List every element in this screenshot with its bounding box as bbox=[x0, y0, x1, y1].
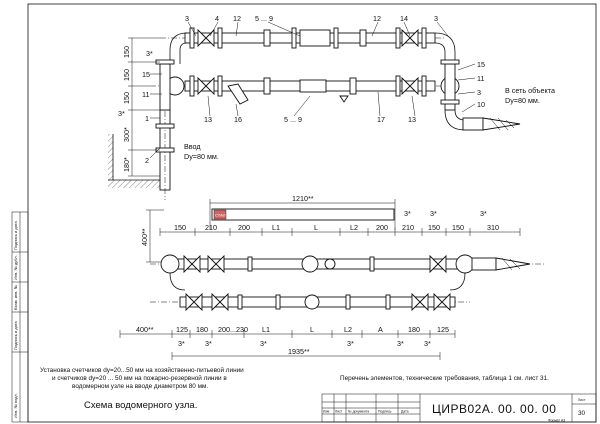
valve-upper-1 bbox=[197, 28, 215, 48]
sheet-label: Лист bbox=[578, 398, 586, 402]
filter bbox=[227, 83, 249, 105]
callout-15b: 15 bbox=[477, 60, 485, 69]
dim-bottom-overall: 1935** bbox=[288, 347, 310, 356]
format-label: Формат А3 bbox=[548, 419, 565, 423]
dim-bottom-l2: L2 bbox=[344, 325, 352, 334]
callout-13a: 13 bbox=[204, 115, 212, 124]
dim-bottom-125a: 125 bbox=[176, 325, 188, 334]
reference-note: Перечень элементов, технические требован… bbox=[340, 374, 549, 382]
dim-bottom-l1: L1 bbox=[262, 325, 270, 334]
dim-bottom-125b: 125 bbox=[437, 325, 449, 334]
install-note-line1: Установка счетчиков dy=20...50 мм на хоз… bbox=[40, 366, 244, 374]
dim-bottom-left: 400** bbox=[136, 325, 154, 334]
dim-bottom-180b: 180 bbox=[408, 325, 420, 334]
dim-top-overall: 1210** bbox=[292, 194, 314, 203]
angle-bottom-4: 3* bbox=[347, 339, 354, 348]
callout-11a: 11 bbox=[142, 90, 149, 99]
dim-top-150c: 150 bbox=[452, 223, 464, 232]
install-note-line3: водомерном узле на вводе диаметром 80 мм… bbox=[72, 383, 208, 390]
dim-left-5: 180* bbox=[122, 157, 131, 172]
dim-bottom-180a: 180 bbox=[196, 325, 208, 334]
side-stamp: Подпись и дата Инв. № дубл. Взам. инв. №… bbox=[11, 211, 29, 423]
plan-view: 1210** СТАЛ 400** 150 210 200 L1 L L2 20… bbox=[119, 194, 545, 360]
watermark-text: СТАЛ bbox=[215, 213, 226, 218]
inlet-label: Ввод bbox=[184, 142, 201, 151]
dim-top-150b: 150 bbox=[428, 223, 440, 232]
dim-top-210b: 210 bbox=[402, 223, 414, 232]
meter-upper bbox=[299, 29, 331, 47]
ground-hatch bbox=[108, 180, 166, 188]
valve-upper-2 bbox=[401, 28, 419, 48]
col-list: Лист bbox=[335, 410, 343, 414]
top-view: 3 4 12 5 ... 9 12 14 3 15 11 1 2 13 16 5… bbox=[108, 14, 555, 200]
callout-12b: 12 bbox=[373, 14, 381, 23]
angle-top-2: 3* bbox=[430, 209, 437, 218]
callout-1: 1 bbox=[145, 114, 149, 123]
callout-5-9b: 5 ... 9 bbox=[284, 115, 302, 124]
callout-16: 16 bbox=[234, 115, 242, 124]
angle-bottom-2: 3* bbox=[205, 339, 212, 348]
col-date: Дата bbox=[401, 410, 409, 414]
inlet-dn: Dy=80 мм. bbox=[184, 152, 219, 161]
callout-14: 14 bbox=[400, 14, 408, 23]
install-note-line2: и счетчиков dy=20 ... 50 мм на пожарно-р… bbox=[52, 374, 227, 382]
angle-bottom-5: 3* bbox=[397, 339, 404, 348]
callout-3c: 3 bbox=[477, 88, 481, 97]
angle-bottom-1: 3* bbox=[178, 339, 185, 348]
dim-top-150a: 150 bbox=[174, 223, 186, 232]
angle-top-3: 3* bbox=[480, 209, 487, 218]
drawing-title: Схема водомерного узла. bbox=[84, 400, 197, 411]
callout-11b: 11 bbox=[477, 74, 484, 83]
dim-top-l: L bbox=[314, 223, 318, 232]
title-block: Изм Лист № документа Подпись Дата ЦИРВ02… bbox=[321, 393, 597, 423]
outlet-label: В сеть объекта bbox=[505, 86, 555, 95]
callout-3a: 3 bbox=[185, 14, 189, 23]
stamp-sign-date-2: Подпись и дата bbox=[13, 320, 18, 350]
dim-left-3: 150 bbox=[122, 92, 131, 104]
callout-15a: 15 bbox=[142, 70, 150, 79]
stamp-dup-inv: Инв. № дубл. bbox=[13, 255, 18, 280]
watermark-logo bbox=[213, 209, 227, 220]
dim-top-l2: L2 bbox=[350, 223, 358, 232]
callout-17: 17 bbox=[377, 115, 385, 124]
dim-left-1: 150 bbox=[122, 46, 131, 58]
outlet-dn: Dy=80 мм. bbox=[505, 96, 540, 105]
doc-code: ЦИРВ02А. 00. 00. 00 bbox=[432, 402, 556, 416]
dim-top-l1: L1 bbox=[272, 223, 280, 232]
callout-12a: 12 bbox=[233, 14, 241, 23]
angle-top-1: 3* bbox=[404, 209, 411, 218]
callout-13b: 13 bbox=[408, 115, 416, 124]
angle-top: 3* bbox=[146, 49, 153, 58]
wall-hatch bbox=[108, 134, 113, 180]
outlet-cone bbox=[482, 117, 521, 131]
col-izm: Изм bbox=[323, 410, 330, 414]
dim-bottom-a: A bbox=[378, 325, 383, 334]
callout-4: 4 bbox=[215, 14, 219, 23]
callout-10: 10 bbox=[477, 100, 485, 109]
dim-top-200b: 200 bbox=[376, 223, 388, 232]
dim-top-200a: 200 bbox=[238, 223, 250, 232]
dim-bottom-200-230: 200...230 bbox=[218, 325, 248, 334]
stamp-repl-inv: Взам. инв. № bbox=[13, 285, 18, 310]
callout-5-9a: 5 ... 9 bbox=[255, 14, 273, 23]
dim-top-210a: 210 bbox=[205, 223, 217, 232]
stamp-orig-inv: Инв. № подл. bbox=[13, 393, 18, 418]
angle-bottom-3: 3* bbox=[260, 339, 267, 348]
dim-bottom-l: L bbox=[310, 325, 314, 334]
dim-left-height: 400** bbox=[140, 228, 149, 246]
sheet-number: 30 bbox=[578, 410, 586, 417]
dim-left-2: 150 bbox=[122, 69, 131, 81]
col-sign: Подпись bbox=[378, 410, 392, 414]
angle-bottom-6: 3* bbox=[424, 339, 431, 348]
dim-top-310: 310 bbox=[487, 223, 499, 232]
callout-2: 2 bbox=[145, 156, 149, 165]
stamp-sign-date-1: Подпись и дата bbox=[13, 220, 18, 250]
col-doc: № документа bbox=[348, 410, 369, 414]
dim-left-4: 300* bbox=[122, 127, 131, 142]
callout-3b: 3 bbox=[434, 14, 438, 23]
angle-left: 3* bbox=[118, 109, 125, 118]
